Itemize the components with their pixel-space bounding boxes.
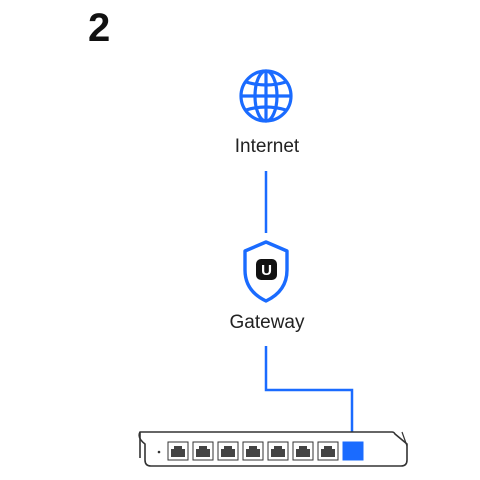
switch-port	[317, 441, 339, 461]
shield-logo-icon: U	[243, 240, 289, 303]
internet-label: Internet	[234, 136, 300, 157]
status-led	[157, 450, 161, 454]
globe-icon	[239, 69, 293, 123]
switch-port-active	[342, 441, 364, 461]
connector-gateway-switch	[264, 346, 354, 441]
switch-port	[192, 441, 214, 461]
switch-port	[217, 441, 239, 461]
step-number: 2	[88, 6, 111, 50]
switch-port	[292, 441, 314, 461]
network-switch-icon	[138, 431, 408, 467]
switch-port	[267, 441, 289, 461]
switch-port	[242, 441, 264, 461]
switch-port	[167, 441, 189, 461]
gateway-label: Gateway	[229, 312, 305, 333]
gateway-logo-letter: U	[261, 262, 272, 279]
